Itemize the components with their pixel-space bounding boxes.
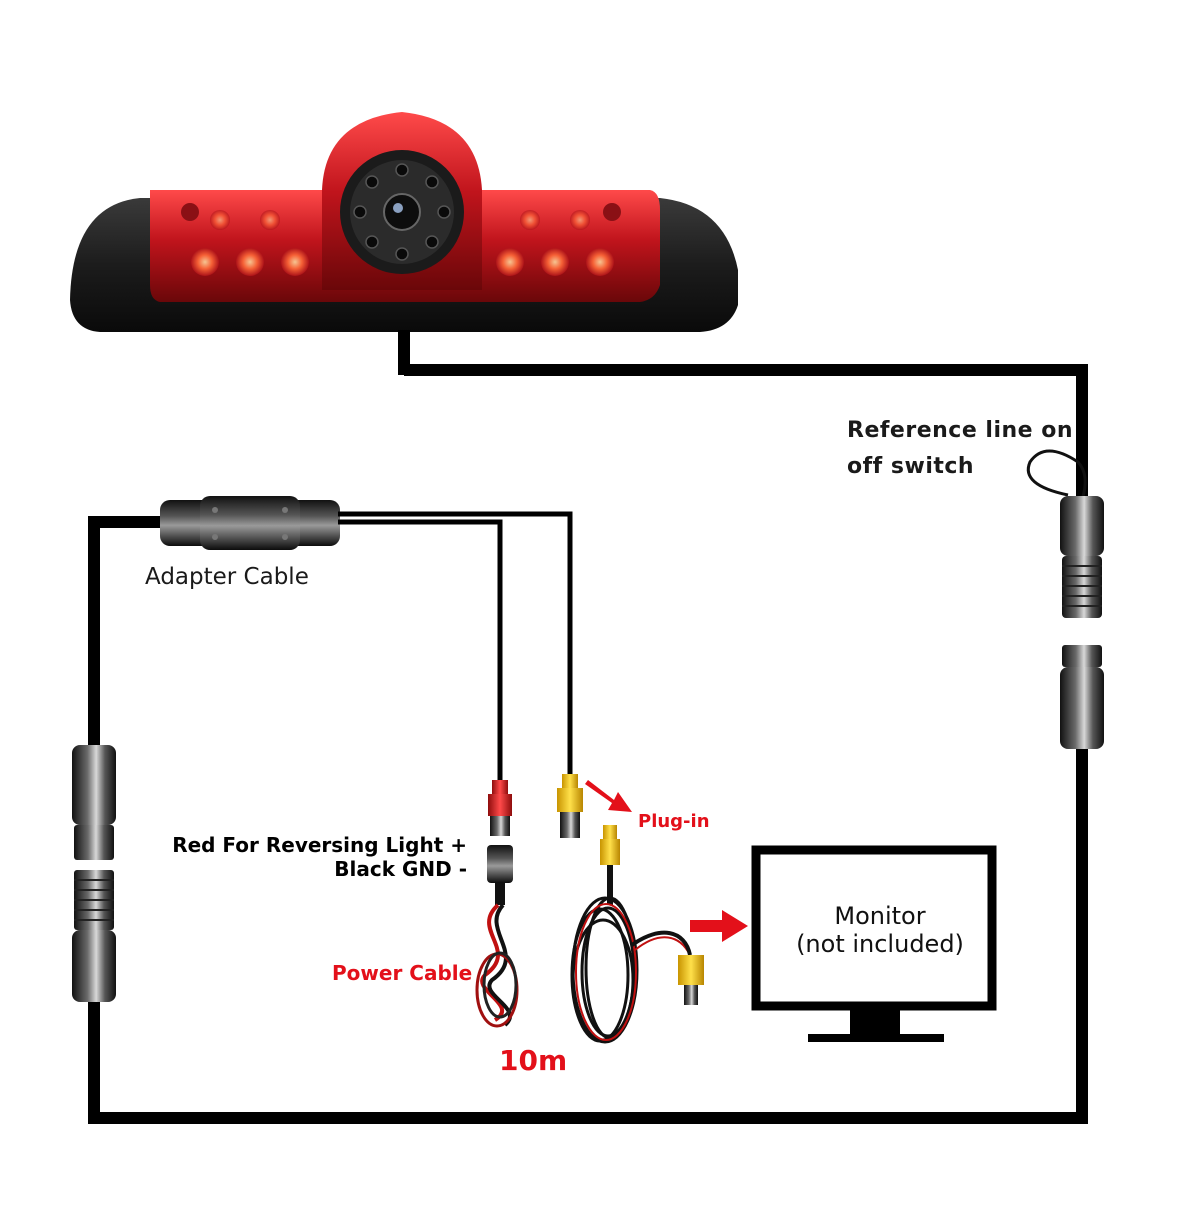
- plug-in-label: Plug-in: [638, 811, 710, 832]
- right-aviation-connector-top: [1060, 496, 1104, 618]
- reference-line-label-1: Reference line on: [847, 418, 1074, 443]
- right-aviation-connector-bottom: [1060, 645, 1104, 749]
- left-aviation-connector-top: [72, 745, 116, 860]
- power-rca-connector: [488, 780, 512, 836]
- reference-line-label-2: off switch: [847, 454, 975, 479]
- reference-line-label: Reference line on off switch: [847, 413, 1073, 485]
- video-rca-connector: [557, 774, 583, 838]
- red-reversing-label: Red For Reversing Light +: [172, 833, 467, 857]
- main-cable: [88, 364, 1088, 1124]
- monitor-label: Monitor (not included): [790, 902, 970, 958]
- power-cable: [475, 845, 519, 1028]
- black-gnd-label: Black GND -: [334, 857, 467, 881]
- wiring-polarity-label: Red For Reversing Light + Black GND -: [172, 833, 467, 881]
- adapter-branch-wires: [338, 511, 573, 785]
- power-cable-label: Power Cable: [332, 961, 473, 985]
- monitor-arrow: [690, 910, 748, 942]
- cable-length-label: 10m: [499, 1044, 568, 1077]
- left-aviation-connector-bottom: [72, 870, 116, 1002]
- annotation-arrows: [585, 780, 748, 942]
- brake-light-camera: [70, 112, 738, 375]
- extension-cable-10m: [570, 825, 704, 1044]
- reference-line-loop: [1026, 449, 1087, 501]
- plug-in-arrow: [585, 780, 632, 812]
- monitor-label-1: Monitor: [834, 902, 926, 930]
- monitor-icon: [751, 845, 997, 1042]
- adapter-cable-module: [160, 496, 340, 550]
- adapter-cable-label: Adapter Cable: [145, 564, 309, 590]
- monitor-label-2: (not included): [796, 930, 964, 958]
